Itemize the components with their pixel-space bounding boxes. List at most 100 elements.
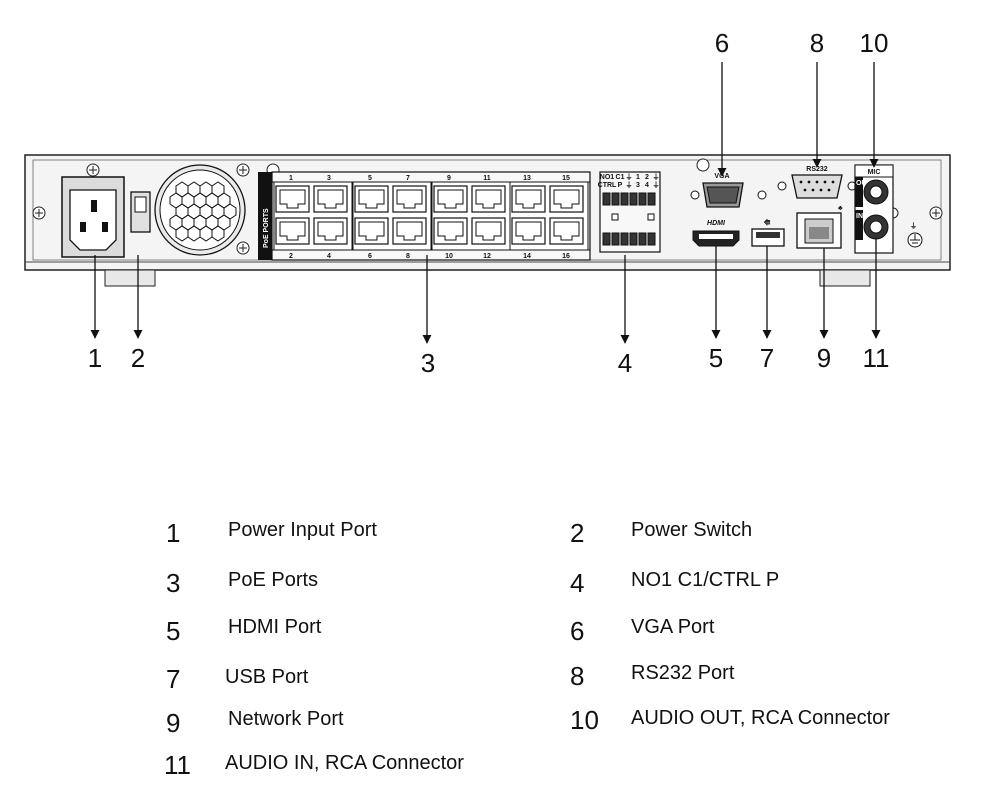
callout-9: 9 — [817, 343, 831, 373]
legend-num: 10 — [570, 705, 599, 735]
legend-num: 3 — [166, 568, 181, 598]
poe-port-number: 12 — [483, 253, 491, 260]
terminal-pin — [629, 192, 638, 206]
terminal-pin — [638, 232, 647, 246]
ground-terminal-icon: ⏚ — [907, 222, 923, 248]
legend-text: PoE Ports — [228, 569, 319, 591]
poe-jack — [471, 185, 506, 213]
alarm-label: CTRL — [598, 182, 617, 189]
poe-port-number: 5 — [368, 175, 372, 182]
network-port: ♣ — [796, 205, 843, 249]
legend-text: Network Port — [228, 708, 344, 730]
poe-jack — [354, 217, 389, 245]
poe-port-number: 3 — [327, 175, 331, 182]
hdmi-port: HDMI — [692, 220, 740, 247]
poe-jack — [433, 185, 468, 213]
legend-text: VGA Port — [631, 616, 715, 638]
poe-jack — [433, 217, 468, 245]
callout-8: 8 — [810, 28, 824, 58]
poe-port-number: 7 — [406, 175, 410, 182]
usb-port: ⭅ — [751, 218, 785, 247]
poe-jack — [392, 185, 427, 213]
alarm-label: P — [618, 182, 623, 189]
poe-jack — [471, 217, 506, 245]
poe-port-number: 1 — [289, 175, 293, 182]
terminal-pin — [638, 192, 647, 206]
power-switch — [130, 191, 151, 233]
alarm-label: C1 — [616, 174, 625, 181]
poe-jack — [549, 185, 584, 213]
poe-port-number: 14 — [523, 253, 531, 260]
alarm-label: ⏚ — [626, 173, 633, 181]
terminal-pin — [647, 232, 656, 246]
poe-jack — [549, 217, 584, 245]
callout-6: 6 — [715, 28, 729, 58]
legend-num: 7 — [166, 664, 181, 694]
ground-icon: ⏚ — [910, 222, 917, 230]
callout-1: 1 — [88, 343, 102, 373]
callout-11: 11 — [863, 343, 890, 373]
poe-jack — [313, 185, 348, 213]
poe-ports-label: PoE PORTS — [263, 208, 270, 248]
poe-port-number: 15 — [562, 175, 570, 182]
rs232-port: RS232 — [777, 166, 857, 199]
legend-num: 1 — [166, 518, 181, 548]
alarm-label: 1 — [636, 174, 640, 181]
alarm-label: ⏚ — [653, 181, 660, 189]
legend-num: 4 — [570, 568, 585, 598]
alarm-label: ⏚ — [653, 173, 660, 181]
alarm-label: NO1 — [600, 174, 615, 181]
legend-text: RS232 Port — [631, 662, 735, 684]
poe-port-number: 4 — [327, 253, 331, 260]
usb-icon: ⭅ — [763, 218, 771, 227]
legend-text: AUDIO OUT, RCA Connector — [631, 707, 890, 729]
legend-text: NO1 C1/CTRL P — [631, 569, 780, 591]
legend-text: USB Port — [225, 666, 309, 688]
alarm-label: 3 — [636, 182, 640, 189]
terminal-pin — [620, 232, 629, 246]
mic-label: MIC — [868, 169, 881, 176]
callout-3: 3 — [421, 348, 435, 378]
terminal-pin — [602, 192, 611, 206]
callout-5: 5 — [709, 343, 723, 373]
legend-text: HDMI Port — [228, 616, 322, 638]
alarm-label: 2 — [645, 174, 649, 181]
poe-port-number: 6 — [368, 253, 372, 260]
legend-text: AUDIO IN, RCA Connector — [225, 752, 464, 774]
callout-4: 4 — [618, 348, 632, 378]
legend-num: 2 — [570, 518, 585, 548]
terminal-pin — [629, 232, 638, 246]
alarm-label: 4 — [645, 182, 649, 189]
callout-10: 10 — [860, 28, 889, 58]
poe-jack — [511, 217, 546, 245]
legend-num: 11 — [164, 750, 191, 780]
legend-num: 5 — [166, 616, 181, 646]
alarm-label: ⏚ — [626, 181, 633, 189]
callout-2: 2 — [131, 343, 145, 373]
terminal-pin — [611, 192, 620, 206]
legend-num: 6 — [570, 616, 585, 646]
poe-jack — [392, 217, 427, 245]
callout-arrows — [90, 62, 881, 344]
legend-text: Power Input Port — [228, 519, 377, 541]
hdmi-label: HDMI — [707, 220, 726, 227]
poe-jack — [275, 217, 310, 245]
rs232-label: RS232 — [806, 166, 828, 173]
callout-7: 7 — [760, 343, 774, 373]
terminal-pin — [611, 232, 620, 246]
fan-grille — [154, 164, 246, 256]
terminal-screw — [647, 213, 655, 221]
poe-port-number: 16 — [562, 253, 570, 260]
callout-numbers: 1 2 3 4 5 6 7 8 9 10 11 — [88, 28, 890, 378]
poe-jack — [354, 185, 389, 213]
terminal-pin — [602, 232, 611, 246]
terminal-screw — [611, 213, 619, 221]
poe-port-number: 9 — [447, 175, 451, 182]
terminal-pin — [647, 192, 656, 206]
poe-port-number: 11 — [483, 175, 491, 182]
in-label: IN — [856, 213, 863, 220]
poe-port-number: 2 — [289, 253, 293, 260]
network-icon: ♣ — [838, 205, 843, 212]
